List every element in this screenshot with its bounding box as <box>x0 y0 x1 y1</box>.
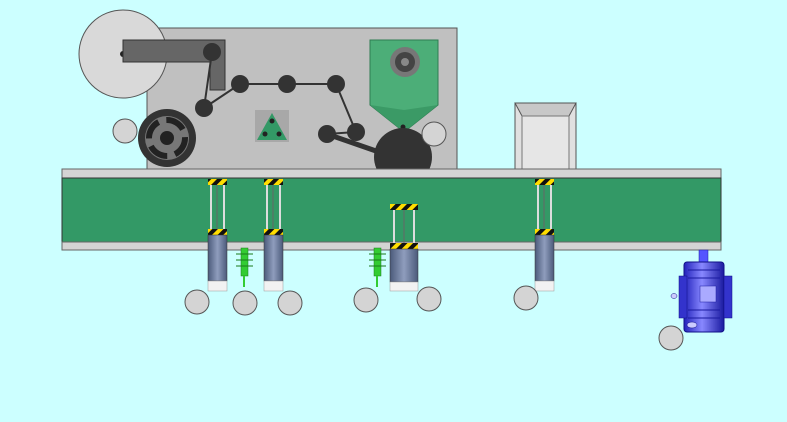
proximity-sensor-icon[interactable] <box>236 247 253 287</box>
rewind-reel[interactable] <box>138 109 196 167</box>
conveyor-top-rail <box>61 168 722 179</box>
guide-roller <box>231 75 249 93</box>
cylinder-status-indicator[interactable] <box>513 285 539 311</box>
cylinder-status-indicator[interactable] <box>184 289 210 315</box>
proximity-sensor-icon[interactable] <box>369 247 386 287</box>
cylinder-status-indicator[interactable] <box>416 286 442 312</box>
label-dispenser[interactable] <box>514 102 577 171</box>
guide-rollers <box>195 43 365 143</box>
guide-roller <box>327 75 345 93</box>
pneumatic-cylinder[interactable] <box>389 204 419 292</box>
label-web <box>122 39 226 91</box>
pneumatic-cylinder[interactable] <box>207 179 228 292</box>
sensor-status-indicator[interactable] <box>353 287 379 313</box>
pneumatic-cylinder[interactable] <box>534 179 555 292</box>
motor-status-indicator[interactable] <box>658 325 684 351</box>
guide-roller <box>195 99 213 117</box>
rewind-status-indicator[interactable] <box>112 118 138 144</box>
pneumatic-cylinder[interactable] <box>263 179 284 292</box>
triangle-tensioner-icon <box>255 110 289 142</box>
motor-icon[interactable] <box>670 249 733 333</box>
sensor-status-indicator[interactable] <box>232 290 258 316</box>
applicator-status-indicator[interactable] <box>421 121 447 147</box>
guide-roller <box>318 125 336 143</box>
guide-roller <box>278 75 296 93</box>
guide-roller <box>347 123 365 141</box>
guide-roller <box>203 43 221 61</box>
print-head-icon[interactable] <box>369 39 439 133</box>
cylinder-status-indicator[interactable] <box>277 290 303 316</box>
